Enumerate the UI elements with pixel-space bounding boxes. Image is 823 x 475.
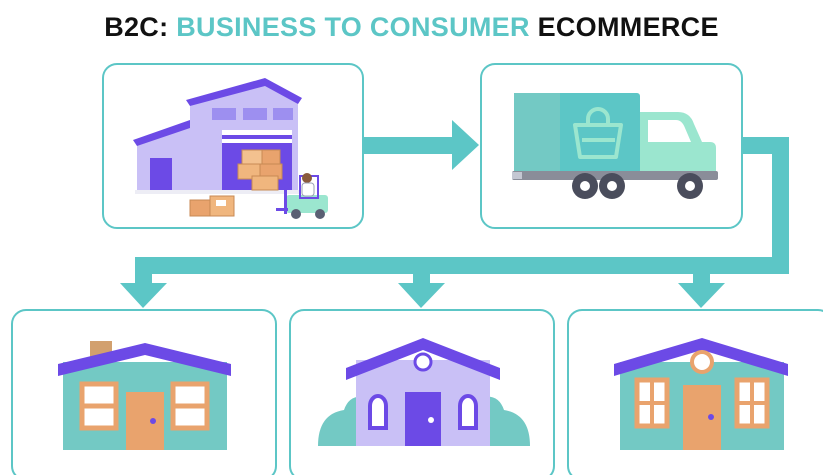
title-highlight: BUSINESS TO CONSUMER (176, 12, 530, 42)
title-prefix: B2C: (104, 12, 169, 42)
connector-down (772, 137, 789, 274)
warehouse-icon (133, 78, 328, 219)
arrow-warehouse-to-truck-shaft (362, 137, 454, 154)
page-title: B2C: BUSINESS TO CONSUMER ECOMMERCE (0, 10, 823, 44)
drop-3 (693, 257, 710, 285)
drop-1 (135, 257, 152, 285)
house-with-chimney-icon (58, 341, 231, 450)
shopping-bag-icon (573, 107, 623, 159)
house-with-round-window-icon (614, 338, 788, 450)
arrow-to-house-1 (120, 283, 167, 308)
title-suffix: ECOMMERCE (537, 12, 719, 42)
flow-connectors (120, 120, 789, 308)
distribution-bar (135, 257, 789, 274)
delivery-truck-icon (512, 93, 718, 199)
arrow-to-house-3 (678, 283, 725, 308)
arrow-to-house-2 (398, 283, 445, 308)
house-with-bushes-icon (318, 338, 530, 446)
drop-2 (413, 257, 430, 285)
arrow-warehouse-to-truck-head (452, 120, 479, 170)
